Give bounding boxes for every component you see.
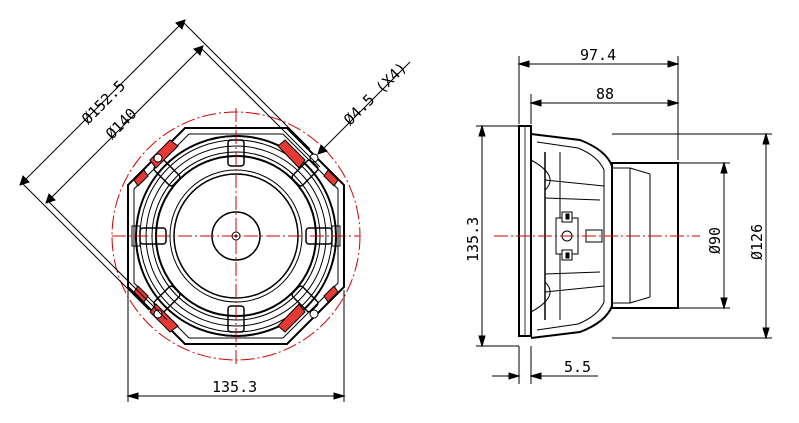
front-width-label: 135.3 (212, 378, 257, 396)
depth-total-label: 97.4 (580, 46, 616, 64)
depth-body-label: 88 (596, 85, 614, 103)
front-view: Ø152.5 Ø140 Ø4.5 (X4) 135.3 (19, 19, 411, 402)
magnet-dia-label: Ø90 (706, 227, 724, 254)
height-label: 135.3 (464, 217, 482, 262)
flange-label: 5.5 (564, 358, 591, 376)
dim-flange (492, 346, 598, 384)
dim-diag-inner (45, 45, 321, 321)
dim-depth-total (517, 56, 680, 160)
side-view: 97.4 88 135.3 Ø90 (464, 46, 772, 384)
dim-diag-outer (19, 19, 311, 311)
hole-leader (317, 61, 411, 155)
mounting-holes (153, 153, 319, 319)
dim-front-width (126, 290, 346, 402)
basket-outline (127, 127, 345, 345)
hole-note-label: Ø4.5 (X4) (340, 59, 410, 129)
dim-height (476, 124, 519, 348)
dim-magnet (678, 161, 730, 310)
corner-slots (133, 139, 339, 333)
dim-depth-body (529, 94, 680, 124)
basket-dia-label: Ø126 (748, 224, 766, 260)
dim-basket (612, 132, 772, 340)
